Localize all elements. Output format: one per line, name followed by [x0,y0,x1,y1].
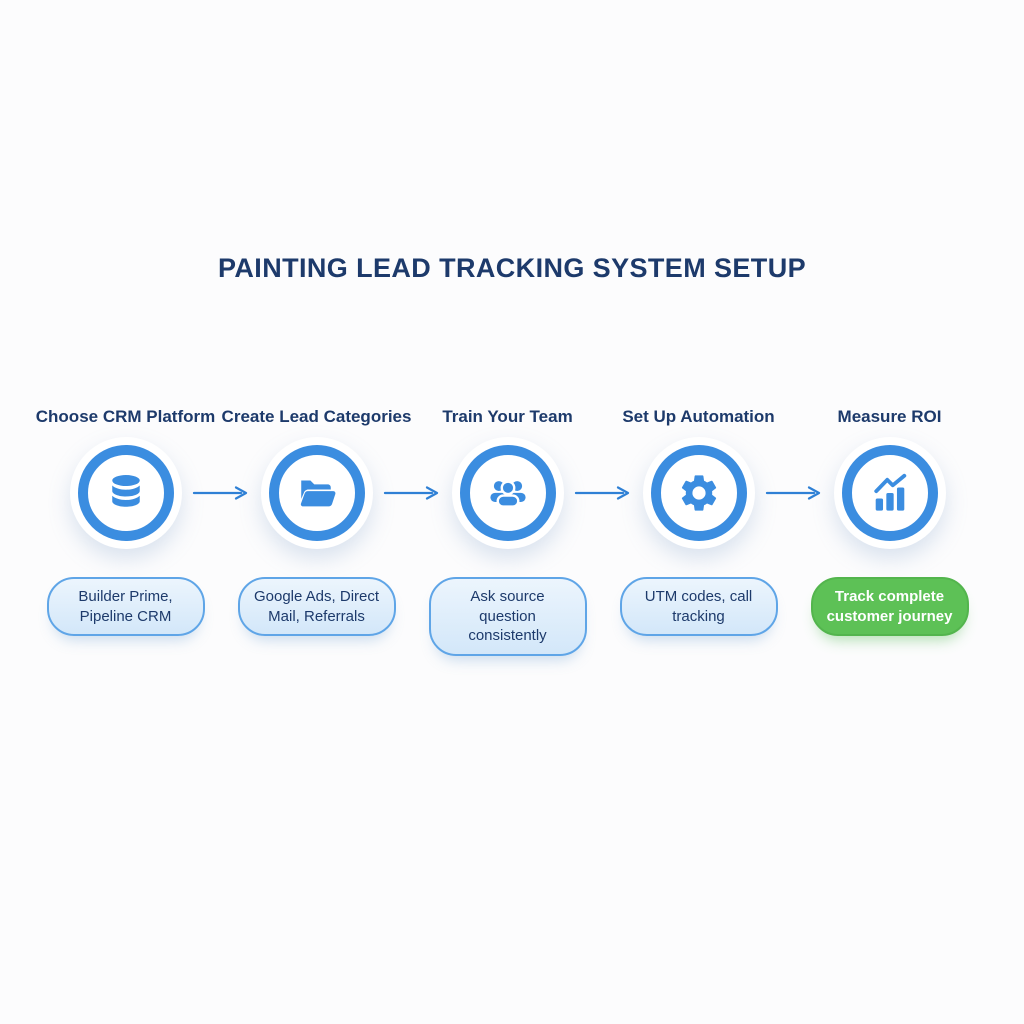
step-note-highlight: Track complete customer journey [810,577,969,636]
flow-arrow [191,484,251,502]
step-measure-roi: Measure ROI Track complete customer jour… [794,405,985,656]
flow-arrow [573,484,633,502]
flow-arrow [382,484,442,502]
step-note: UTM codes, call tracking [619,577,778,636]
step-ring [268,445,365,541]
step-note: Ask source question consistently [428,577,587,656]
step-label: Measure ROI [837,407,942,426]
step-label: Train Your Team [442,407,573,426]
step-ring [459,445,556,541]
step-note: Google Ads, Direct Mail, Referrals [237,577,396,636]
step-label: Create Lead Categories [221,407,412,426]
flow-arrow [764,484,824,502]
folder-icon [300,480,335,507]
step-choose-crm-platform: Choose CRM Platform Builder Prime, Pipel… [30,405,221,656]
step-label: Choose CRM Platform [35,407,216,426]
step-ring [841,445,938,541]
chart-icon [873,473,906,511]
step-label: Set Up Automation [622,407,775,426]
step-circle [451,437,564,549]
step-circle [642,437,755,549]
step-create-lead-categories: Create Lead Categories Google Ads, Direc… [221,405,412,656]
step-ring [650,445,747,541]
steps-row: Choose CRM Platform Builder Prime, Pipel… [30,405,985,656]
team-icon [489,480,526,508]
step-ring [77,445,174,541]
step-circle [69,437,182,549]
database-icon [111,475,140,507]
page-title: PAINTING LEAD TRACKING SYSTEM SETUP [217,253,807,283]
step-note: Builder Prime, Pipeline CRM [46,577,205,636]
step-circle [833,437,946,549]
step-set-up-automation: Set Up Automation UTM codes, call tracki… [603,405,794,656]
step-circle [260,437,373,549]
step-train-your-team: Train Your Team Ask source question cons… [412,405,603,656]
gear-icon [681,475,716,511]
